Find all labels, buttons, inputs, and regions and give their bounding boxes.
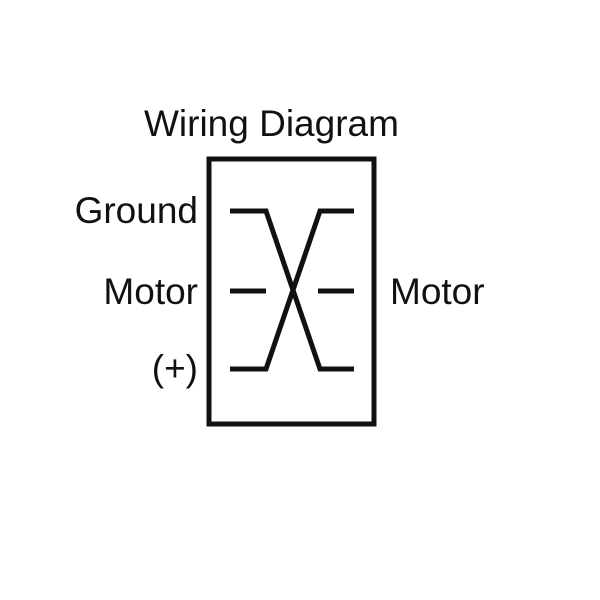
label-ground-left: Ground bbox=[74, 190, 198, 231]
label-positive-left: (+) bbox=[151, 348, 198, 389]
label-motor-left: Motor bbox=[103, 271, 198, 312]
label-motor-right: Motor bbox=[390, 271, 485, 312]
diagram-title: Wiring Diagram bbox=[144, 103, 399, 144]
switch-body-box bbox=[206, 156, 377, 427]
wire-positive-cross bbox=[230, 208, 354, 372]
